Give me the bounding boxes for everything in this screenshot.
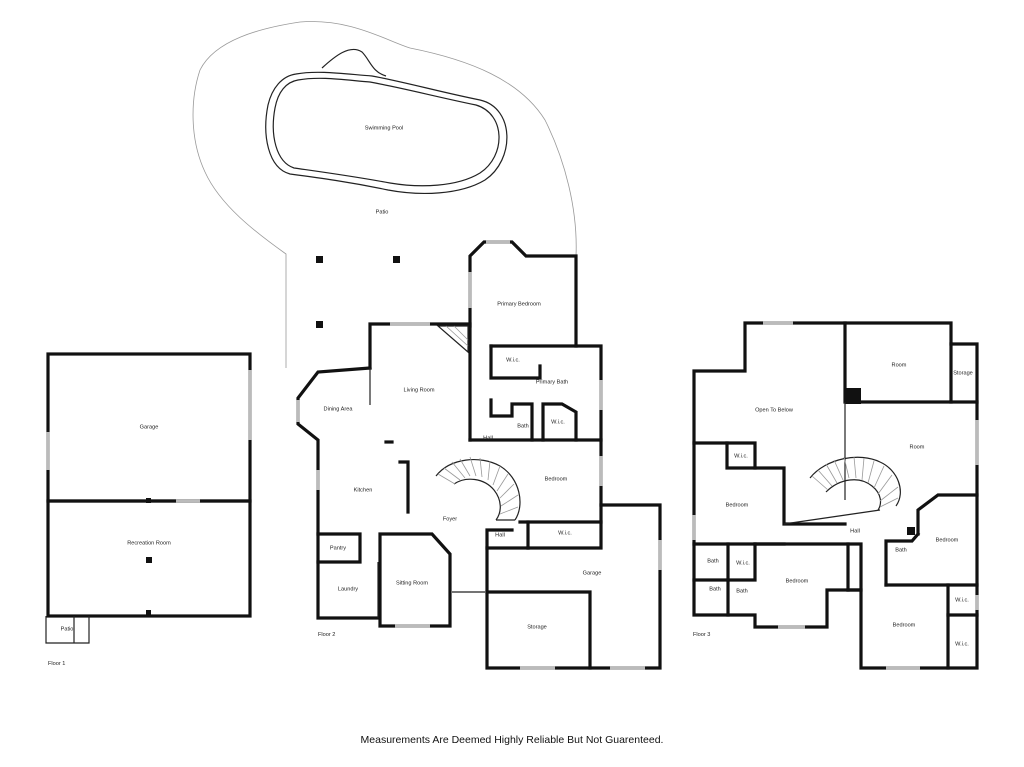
curved-staircase-treads <box>437 456 519 515</box>
floor1-recreation-label: Recreation Room <box>127 540 171 546</box>
wic-mid-label: W.i.c. <box>736 560 750 566</box>
stair-top-lines <box>453 325 469 341</box>
bath-left-label: Bath <box>707 558 719 564</box>
floor-1-plan: Garage Recreation Room Patio Floor 1 <box>45 352 252 667</box>
garage-label: Garage <box>583 570 602 576</box>
hall-lower-walls <box>485 528 514 550</box>
primary-bedroom-walls <box>468 240 578 348</box>
kitchen-island <box>398 460 410 514</box>
room-top-walls <box>843 321 953 404</box>
storage-label: Storage <box>527 624 547 630</box>
bath-right-room <box>884 531 921 587</box>
floor3-title: Floor 3 <box>693 632 710 638</box>
floor3-post <box>907 527 915 535</box>
floor3-stair-inner <box>825 479 882 511</box>
primary-bath-label: Primary Bath <box>536 379 568 385</box>
wic-bath-label: W.i.c. <box>551 419 565 425</box>
pantry-label: Pantry <box>330 545 346 551</box>
dining-label: Dining Area <box>324 406 354 412</box>
floor1-garage-label: Garage <box>140 424 159 430</box>
hall-lower-label: Hall <box>495 532 505 538</box>
pantry-walls <box>316 532 362 564</box>
laundry-label: Laundry <box>338 586 358 592</box>
open-below-label: Open To Below <box>755 407 794 413</box>
stair-top-lines <box>445 325 469 347</box>
patio-column <box>316 321 323 328</box>
floor3-chimney <box>845 388 861 404</box>
wic-right1-label: W.i.c. <box>955 597 969 603</box>
patio-column <box>316 256 323 263</box>
floor-3-plan: Open To Below Room Storage Room W.i.c. B… <box>692 321 979 670</box>
bedroom-walls <box>468 438 603 550</box>
sitting-room-walls <box>378 532 452 628</box>
pool-label: Swimming Pool <box>365 125 404 131</box>
sitting-label: Sitting Room <box>396 580 428 586</box>
floor1-column <box>146 498 151 503</box>
storage-walls <box>485 590 592 670</box>
bedroom-right-walls <box>916 493 979 536</box>
floor1-column <box>146 557 152 563</box>
floor3-outer-walls <box>692 321 979 670</box>
room-top-label: Room <box>892 362 907 368</box>
wic-bedroom-label: W.i.c. <box>558 530 572 536</box>
bedroom-right-label: Bedroom <box>936 537 959 543</box>
wic-upper-walls <box>725 441 757 470</box>
floor3-stair-treads <box>811 456 899 508</box>
floor1-column <box>146 610 151 615</box>
bath-walls <box>489 398 534 442</box>
floor1-patio-outline <box>45 616 90 644</box>
storage-label-f3: Storage <box>953 370 973 376</box>
bedroom-bottom-label: Bedroom <box>893 622 916 628</box>
wic-bath-walls <box>541 402 578 442</box>
hall-upper-label: Hall <box>483 435 493 441</box>
bath-low1-label: Bath <box>709 586 721 592</box>
primary-bedroom-label: Primary Bedroom <box>497 301 541 307</box>
floor1-patio-label: Patio <box>61 626 74 632</box>
floor2-title: Floor 2 <box>318 632 335 638</box>
floor1-title: Floor 1 <box>48 661 65 667</box>
wic-right2-label: W.i.c. <box>955 641 969 647</box>
bath-label: Bath <box>517 423 529 429</box>
patio-outline <box>192 21 577 368</box>
floor3-stair-outer <box>809 456 901 507</box>
bedroom-mid-label: Bedroom <box>786 578 809 584</box>
wic-mid-walls <box>726 542 757 582</box>
living-label: Living Room <box>403 387 434 393</box>
kitchen-label: Kitchen <box>354 487 373 493</box>
dining-bay-walls <box>296 366 380 620</box>
primary-wic-walls <box>489 344 542 380</box>
bedroom-label: Bedroom <box>545 476 568 482</box>
floor3-hall-rail <box>783 509 881 525</box>
disclaimer-text: Measurements Are Deemed Highly Reliable … <box>360 734 664 746</box>
swimming-pool-outline <box>265 71 508 195</box>
patio-label: Patio <box>376 209 389 215</box>
foyer-label: Foyer <box>443 516 457 522</box>
room-right-label: Room <box>910 444 925 450</box>
patio-column <box>393 256 400 263</box>
garage-walls <box>485 503 662 670</box>
floor-2-plan: Swimming Pool Patio Primary Bedroom W.i.… <box>192 21 662 670</box>
swimming-pool-inner <box>272 77 500 187</box>
hall-label-f3: Hall <box>850 528 860 534</box>
bedroom-left-walls <box>692 441 847 526</box>
bath-right-walls <box>846 542 863 592</box>
wic-upper-label: W.i.c. <box>734 453 748 459</box>
primary-wic-label: W.i.c. <box>506 357 520 363</box>
bath-right-label: Bath <box>895 547 907 553</box>
bath-low2-label: Bath <box>736 588 748 594</box>
pool-top-notch <box>321 48 387 77</box>
stair-top <box>436 325 469 354</box>
bedroom-left-label: Bedroom <box>726 502 749 508</box>
curved-staircase-inner <box>453 478 501 521</box>
